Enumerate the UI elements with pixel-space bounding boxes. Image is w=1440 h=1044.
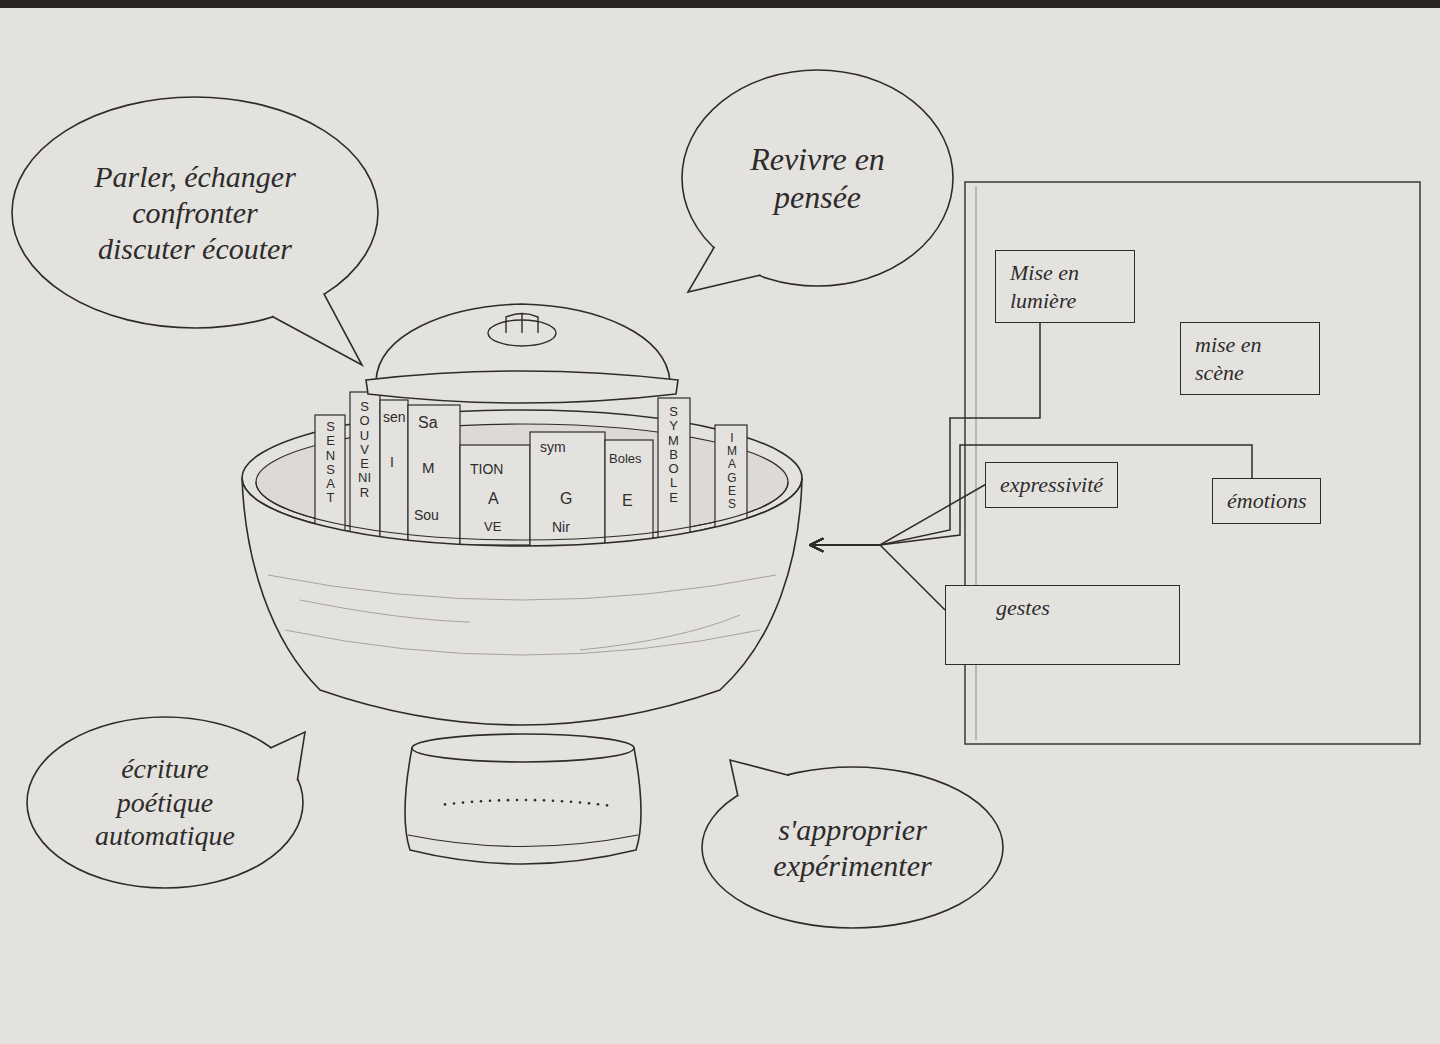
lid-dome [376, 304, 670, 381]
pot-foot-dot [444, 803, 447, 806]
keyword-text: gestes [996, 594, 1165, 622]
connector-arrow [810, 323, 1040, 545]
strip-text: A [488, 490, 499, 508]
pot-shading [300, 600, 470, 622]
pot-foot-dot [552, 799, 555, 802]
strip-text: I [390, 455, 394, 470]
connector-arrow [810, 445, 1252, 545]
connector-arrow [810, 485, 985, 545]
pot-rim-inner-front [256, 482, 788, 540]
strip-text: SENSAT [324, 420, 337, 506]
strip-text: SYMBOLE [667, 405, 680, 505]
pot-shading [580, 615, 740, 650]
pot-drawing [235, 290, 810, 880]
bubble-text: Parler, échanger confronter discuter éco… [83, 159, 308, 267]
pot-foot-dot [480, 800, 483, 803]
bubble-text: Revivre en pensée [743, 140, 893, 217]
pot-foot-dot [588, 802, 591, 805]
speech-bubble: Revivre en pensée [680, 68, 955, 288]
strip-text: SOUVENIR [358, 400, 371, 500]
strip-text: E [622, 492, 633, 510]
pot-foot-dot [453, 802, 456, 805]
speech-bubble: écriture poétique automatique [25, 715, 305, 890]
strip-text: Sa [418, 414, 438, 432]
strip-text: Nir [552, 520, 570, 535]
pot-foot-dot [489, 799, 492, 802]
speech-bubble: Parler, échanger confronter discuter éco… [10, 95, 380, 330]
keyword-text: mise en scène [1195, 331, 1305, 386]
strip-text: sen [383, 410, 406, 425]
bubble-tail-fill [270, 732, 305, 781]
pot-foot-dot [462, 801, 465, 804]
pot-foot-dot [579, 801, 582, 804]
pot-foot-dot [570, 800, 573, 803]
bubble-text: s'approprier expérimenter [758, 812, 948, 884]
bubble-tail [688, 247, 761, 292]
word-strip [408, 405, 460, 545]
bubble-tail-fill [272, 293, 362, 365]
keyword-box: expressivité [985, 462, 1118, 508]
keyword-text: expressivité [1000, 471, 1103, 499]
word-strip [460, 445, 530, 545]
keyword-box: Mise en lumière [995, 250, 1135, 323]
bubble-outline [680, 68, 955, 288]
keyword-box: gestes [945, 585, 1180, 665]
pot-foot-dot [525, 799, 528, 802]
bubble-tail [270, 732, 305, 781]
pot-foot-dot [498, 799, 501, 802]
pot-foot-dot [534, 799, 537, 802]
bubble-text: écriture poétique automatique [90, 752, 240, 853]
pot-foot-dot [606, 804, 609, 807]
cooking-pot: SENSAT SOUVENIR senI SaM Sou TION A VE symG Nir Bo… [235, 290, 810, 880]
strip-text: Sou [414, 508, 439, 523]
bubble-ellipse [12, 97, 378, 328]
photo-edge [0, 0, 1440, 8]
keyword-box: émotions [1212, 478, 1321, 524]
bubble-tail [272, 293, 362, 365]
bubble-tail-fill [730, 760, 789, 796]
word-strip [605, 440, 653, 545]
pot-shading [268, 575, 776, 600]
word-strip [658, 398, 690, 543]
keyword-box: mise en scène [1180, 322, 1320, 395]
pot-bowl [242, 478, 802, 725]
strip-text: sym [540, 440, 566, 455]
pot-foot-dot [516, 799, 519, 802]
word-strip [350, 392, 380, 542]
pot-foot-top [412, 734, 634, 762]
keyword-text: Mise en lumière [1010, 259, 1120, 314]
bubble-tail [730, 760, 789, 796]
speech-bubble: s'approprier expérimenter [700, 765, 1005, 930]
word-strip [530, 432, 605, 547]
lid-band [366, 371, 678, 403]
word-strip [380, 400, 408, 545]
pot-shading [285, 630, 760, 655]
pot-foot-band [408, 835, 638, 847]
keyword-text: émotions [1227, 487, 1306, 515]
bubble-outline [700, 765, 1005, 930]
bubble-ellipse [27, 717, 303, 888]
pot-foot-dot [507, 799, 510, 802]
strip-text: TION [470, 462, 503, 477]
pot-foot-dot [471, 801, 474, 804]
pot-foot-dot [597, 803, 600, 806]
strip-text: G [560, 490, 572, 508]
strip-text: Boles [609, 452, 642, 466]
pot-rim [242, 410, 802, 546]
lid-knob [506, 314, 538, 334]
strip-text: M [422, 460, 435, 477]
pot-foot-dot [543, 799, 546, 802]
strip-text: IMAGES [726, 432, 738, 511]
pot-foot-dot [561, 800, 564, 803]
strip-text: VE [484, 520, 501, 534]
pot-foot [405, 748, 641, 864]
connector-arrow [810, 545, 945, 610]
bubble-tail-fill [688, 247, 761, 292]
